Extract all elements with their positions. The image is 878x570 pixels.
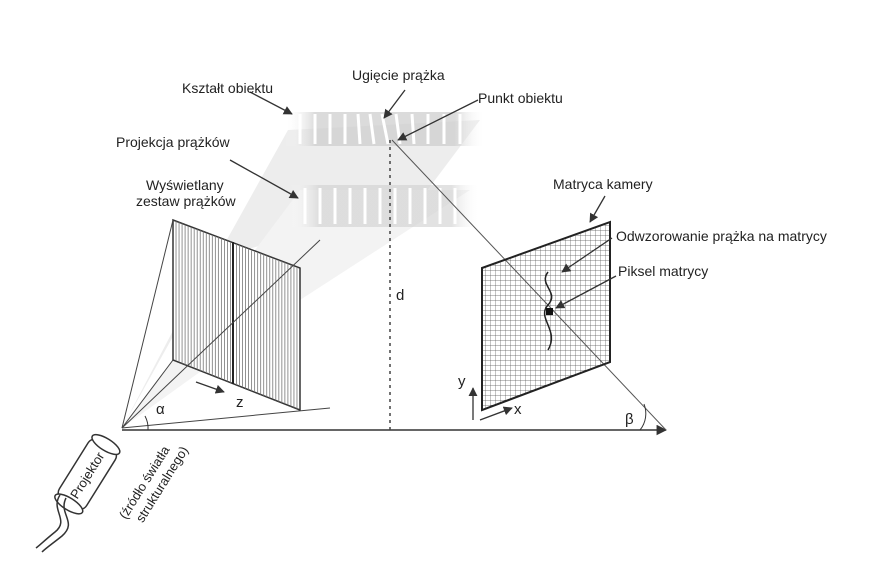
- projection-beam-inner: [122, 190, 470, 428]
- projector-cable-2: [41, 497, 69, 553]
- leader-projekcja: [229, 159, 299, 199]
- projector-rays: [121, 219, 331, 429]
- leader-punkt: [397, 99, 479, 141]
- label-d: d: [396, 287, 404, 304]
- label-wyswietlany-2: zestaw prążków: [136, 193, 236, 209]
- leader-ugiecie: [383, 89, 406, 119]
- label-beta: β: [625, 411, 634, 428]
- label-projekcja-prazkow: Projekcja prążków: [116, 134, 230, 150]
- object-shape-fringes: [285, 112, 485, 146]
- leader-ksztalt: [249, 91, 293, 115]
- label-matryca-kamery: Matryca kamery: [553, 176, 653, 192]
- projector: Projektor: [54, 433, 121, 515]
- label-z: z: [236, 394, 244, 411]
- fringe-projection-band: [290, 185, 480, 227]
- camera-sensor: [481, 220, 611, 412]
- fringe-image-on-sensor: [543, 271, 553, 351]
- z-axis-arrow: [195, 381, 225, 394]
- label-alpha: α: [156, 401, 165, 418]
- label-punkt-obiektu: Punkt obiektu: [478, 90, 563, 106]
- label-ugiecie-prazka: Ugięcie prążka: [352, 67, 445, 83]
- projector-cable: [35, 494, 62, 549]
- leader-piksel: [555, 275, 617, 309]
- label-y: y: [458, 373, 466, 390]
- alpha-arc: [144, 415, 149, 431]
- label-wyswietlany-1: Wyświetlany: [146, 177, 224, 193]
- label-odwzorowanie: Odwzorowanie prążka na matrycy: [616, 228, 827, 244]
- leader-matryca: [589, 195, 606, 223]
- leader-odwzorowanie: [561, 237, 613, 273]
- projected-fringe-screen: [172, 218, 301, 412]
- sensor-pixel: [546, 308, 553, 315]
- label-ksztalt-obiektu: Kształt obiektu: [182, 80, 273, 96]
- label-x: x: [514, 401, 522, 418]
- beta-arc: [639, 403, 647, 431]
- label-piksel-matrycy: Piksel matrycy: [618, 263, 708, 279]
- x-axis-arrow: [479, 406, 513, 421]
